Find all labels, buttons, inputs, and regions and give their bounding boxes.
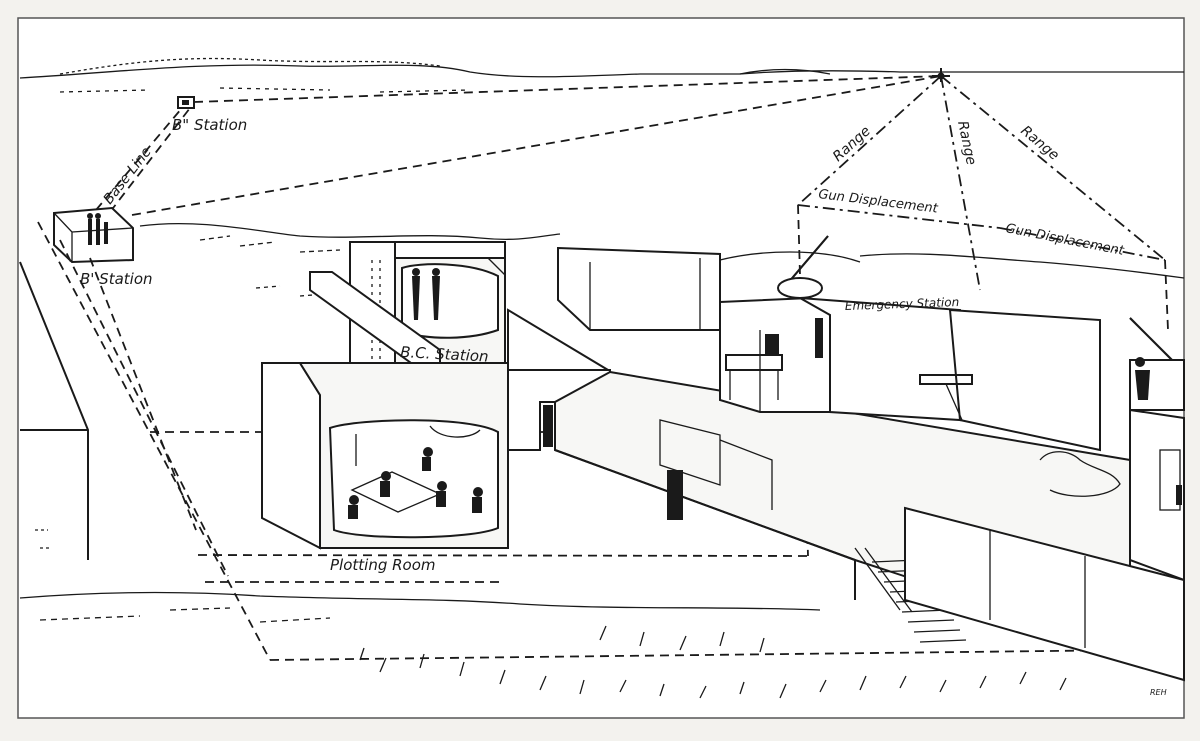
gun-displacement-line-1 — [797, 204, 1001, 229]
label-emergency-station: Emergency Station — [845, 295, 960, 313]
range-line-1 — [797, 75, 942, 206]
plotting-guide-6 — [197, 554, 811, 557]
label-plotting-room: Plotting Room — [330, 556, 436, 574]
b-prime-station-bunker — [53, 206, 134, 264]
foreground-grass — [19, 591, 1067, 699]
battery-emplacement — [507, 246, 1185, 682]
label-b-double-prime-station: B" Station — [172, 116, 247, 134]
label-b-prime-station: B' Station — [80, 270, 153, 288]
horizon-shoreline — [19, 57, 1184, 93]
emergency-station-building — [719, 296, 1101, 452]
coast-gun-right — [1129, 317, 1185, 582]
range-line-2 — [940, 75, 981, 291]
plotting-guide-5 — [269, 649, 1136, 661]
range-line-3 — [940, 75, 1166, 261]
bc-station-tower — [309, 241, 506, 406]
plotting-guide-3 — [89, 257, 197, 531]
left-wall-structure — [19, 261, 89, 560]
label-artist-initials: REH — [1150, 688, 1167, 697]
base-line — [95, 107, 183, 211]
label-bc-station: B.C. Station — [400, 343, 489, 366]
b-double-prime-station-hut — [177, 96, 195, 109]
base-line-2 — [109, 107, 191, 213]
gun-smoke — [1039, 451, 1121, 497]
sight-line-b1-to-target — [131, 75, 942, 216]
gun-displacement-vertical-2 — [1164, 259, 1169, 331]
plotting-guide-2 — [59, 239, 229, 577]
background-terrain — [139, 222, 1185, 297]
gun-displacement-line-2 — [999, 227, 1166, 261]
coast-gun-center — [719, 235, 861, 299]
plotting-guide-1 — [37, 221, 271, 661]
sight-line-b2-to-target — [193, 75, 942, 103]
plotting-room-block — [261, 362, 509, 550]
